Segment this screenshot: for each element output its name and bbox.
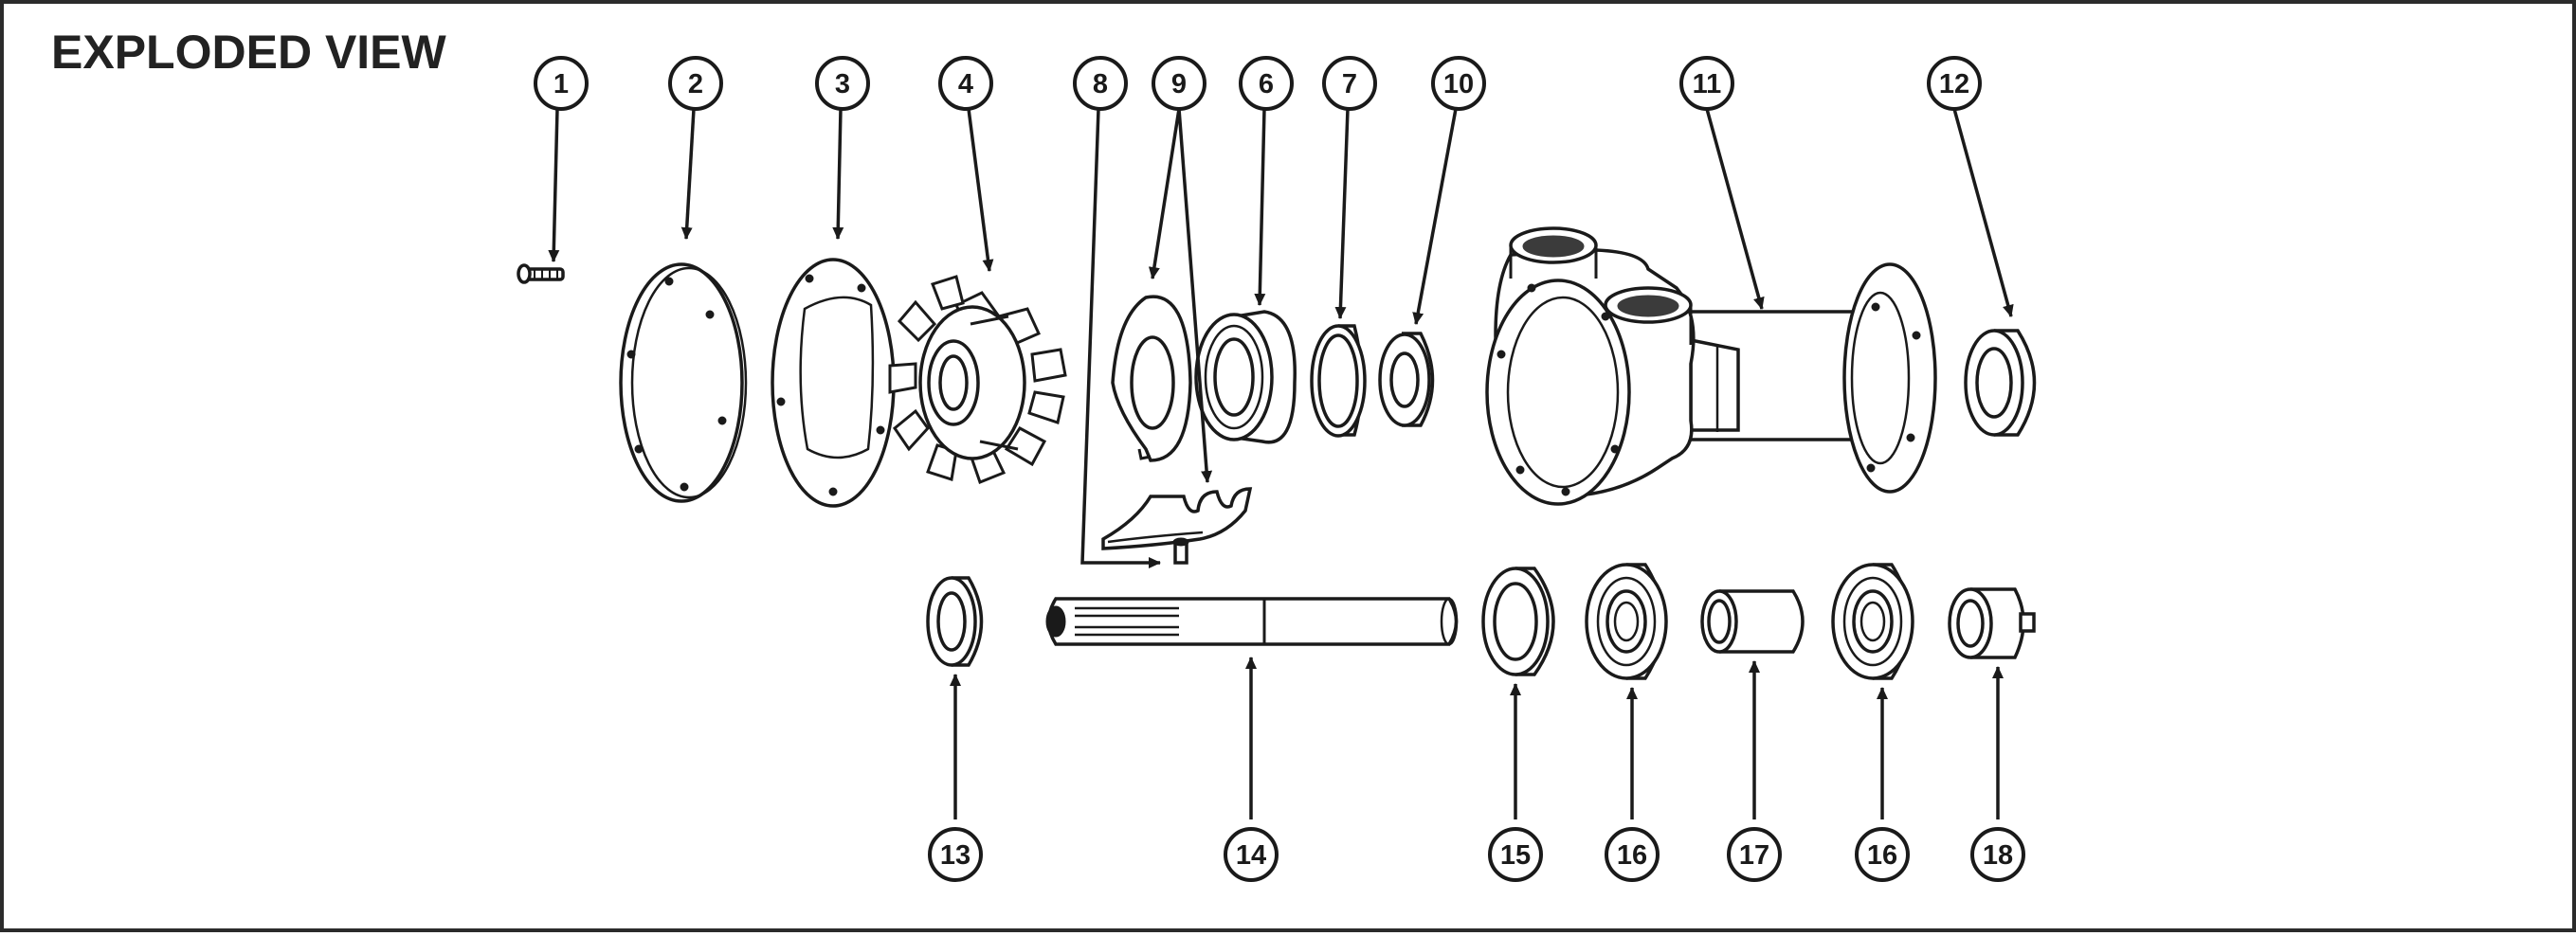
callout-16b: 16 <box>1855 827 1910 882</box>
callout-12-label: 12 <box>1939 69 1969 99</box>
callout-9: 9 <box>1152 56 1206 111</box>
callout-16a-label: 16 <box>1617 840 1647 871</box>
part-6-bearing <box>1194 310 1297 444</box>
callout-16a: 16 <box>1605 827 1660 882</box>
part-18-sleeve <box>1948 587 2036 659</box>
callout-15: 15 <box>1488 827 1543 882</box>
callout-10-label: 10 <box>1443 69 1474 99</box>
callout-17: 17 <box>1727 827 1782 882</box>
part-13-seal <box>926 576 984 667</box>
callout-18-label: 18 <box>1983 840 2013 871</box>
callout-3: 3 <box>815 56 870 111</box>
callout-15-label: 15 <box>1500 840 1531 871</box>
callout-6: 6 <box>1239 56 1294 111</box>
callout-7: 7 <box>1322 56 1377 111</box>
callout-11: 11 <box>1679 56 1734 111</box>
callout-2: 2 <box>668 56 723 111</box>
part-15-bearing <box>1481 567 1555 676</box>
part-4-impeller <box>888 275 1067 484</box>
callout-10: 10 <box>1431 56 1486 111</box>
callout-3-label: 3 <box>835 69 850 99</box>
part-10-bearing <box>1378 332 1435 427</box>
part-11-pump-housing <box>1485 226 1937 506</box>
callout-16b-label: 16 <box>1867 840 1897 871</box>
part-7-seal-ring <box>1310 324 1367 438</box>
callout-2-label: 2 <box>688 69 703 99</box>
part-9-cam <box>1101 487 1253 550</box>
part-1-screw <box>517 263 565 284</box>
callout-8-label: 8 <box>1093 69 1108 99</box>
part-12-seal <box>1964 329 2037 437</box>
part-16-ball-bearing-a <box>1585 563 1668 680</box>
callout-1-label: 1 <box>553 69 569 99</box>
callout-4-label: 4 <box>958 69 973 99</box>
callout-13: 13 <box>928 827 983 882</box>
callout-9-label: 9 <box>1171 69 1187 99</box>
callout-8: 8 <box>1073 56 1128 111</box>
callout-13-label: 13 <box>940 840 971 871</box>
part-2-end-cover <box>619 262 748 503</box>
diagram-title: EXPLODED VIEW <box>51 26 446 79</box>
callout-18: 18 <box>1970 827 2025 882</box>
callout-4: 4 <box>938 56 993 111</box>
part-3-gasket <box>771 258 896 508</box>
callout-14: 14 <box>1224 827 1279 882</box>
callout-7-label: 7 <box>1342 69 1357 99</box>
part-17-spacer <box>1700 589 1805 654</box>
part-9-wear-plate <box>1111 295 1192 462</box>
leader-lines <box>548 108 2014 819</box>
part-14-shaft <box>1045 597 1459 646</box>
callout-11-label: 11 <box>1693 69 1722 99</box>
exploded-view-diagram: 1 2 3 4 8 9 6 7 <box>517 56 2037 882</box>
part-16-ball-bearing-b <box>1831 563 1914 680</box>
callout-14-label: 14 <box>1236 840 1266 871</box>
part-8-cam-screw <box>1172 537 1189 565</box>
callout-12: 12 <box>1927 56 1982 111</box>
callout-17-label: 17 <box>1739 840 1769 871</box>
callout-1: 1 <box>534 56 589 111</box>
callout-6-label: 6 <box>1259 69 1274 99</box>
